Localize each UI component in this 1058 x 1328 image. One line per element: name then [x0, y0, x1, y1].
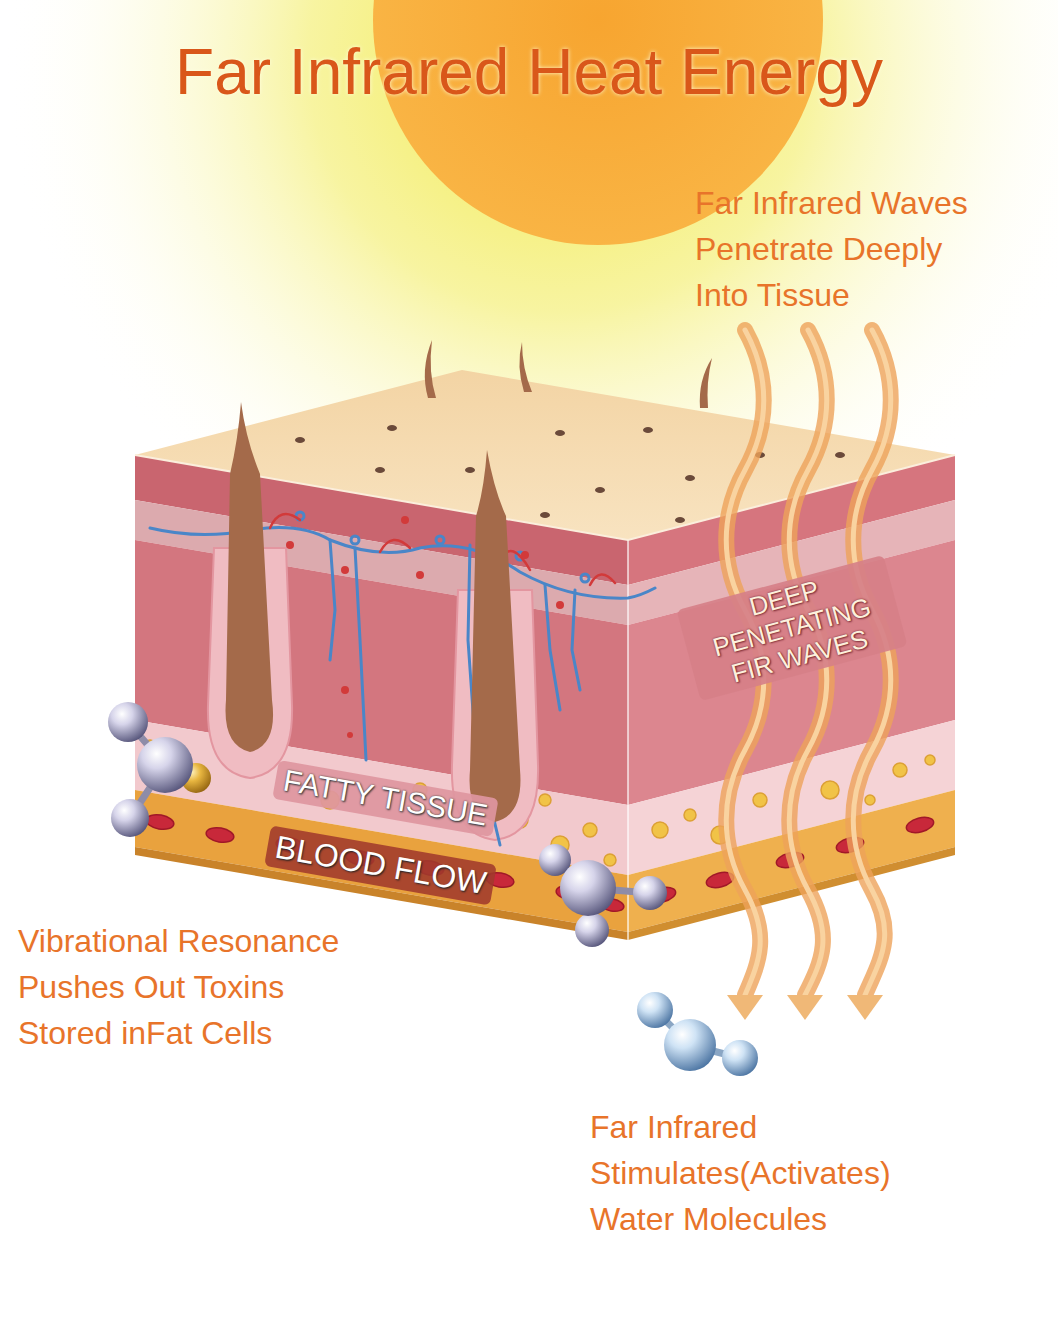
pore	[465, 467, 475, 473]
molecule	[128, 722, 650, 930]
pore	[835, 452, 845, 458]
hair-shaft	[700, 358, 712, 408]
capillary	[590, 574, 615, 585]
molecule	[108, 702, 148, 742]
blood-cell	[905, 815, 936, 836]
pore	[643, 427, 653, 433]
fir-wave	[853, 330, 891, 995]
water-molecule	[637, 992, 758, 1076]
molecule	[575, 913, 609, 947]
wave-arrowhead	[787, 995, 823, 1020]
fat-cell	[753, 793, 767, 807]
molecule	[108, 702, 667, 947]
capillary-dot	[347, 732, 353, 738]
capillary-dot	[401, 516, 409, 524]
blood-cell	[145, 813, 175, 832]
blood-vessel	[330, 540, 335, 660]
water-molecule	[722, 1040, 758, 1076]
pore	[685, 475, 695, 481]
blood-vessel	[150, 528, 655, 599]
callout-text: Vibrational Resonance Pushes Out Toxins …	[18, 918, 378, 1056]
pore	[540, 512, 550, 518]
skin-top-face	[135, 370, 955, 940]
capillary	[270, 514, 300, 528]
fat-cell	[893, 763, 907, 777]
capillary-dot	[341, 686, 349, 694]
blood-vessel	[572, 590, 580, 690]
fat-cell	[865, 795, 875, 805]
blood-vessel	[355, 548, 366, 760]
capillary	[380, 540, 410, 552]
fat-cell	[583, 823, 597, 837]
water-molecule	[637, 992, 673, 1028]
hair-shaft	[226, 340, 713, 822]
capillary-dot	[556, 601, 564, 609]
pore	[595, 487, 605, 493]
molecule	[633, 876, 667, 910]
fat-cell	[652, 822, 668, 838]
wave-arrowhead	[847, 995, 883, 1020]
hair-shaft	[519, 342, 532, 392]
pore	[387, 425, 397, 431]
pore	[295, 437, 305, 443]
fir-wave	[853, 330, 891, 995]
hair-shaft	[425, 340, 436, 398]
capillary-dot	[286, 516, 564, 738]
skin-top-face	[627, 540, 629, 940]
fat-cell	[821, 781, 839, 799]
pore	[555, 430, 565, 436]
wave-arrowhead	[727, 995, 763, 1020]
molecule	[137, 737, 193, 793]
capillary-dot	[341, 566, 349, 574]
capillary	[270, 514, 615, 585]
blood-vessel	[150, 512, 655, 845]
fat-cell	[604, 854, 616, 866]
pore	[375, 467, 385, 473]
blood-vessel	[436, 536, 444, 544]
capillary-dot	[416, 571, 424, 579]
callout-text: Far Infrared Stimulates(Activates) Water…	[590, 1104, 950, 1242]
diagram-title: Far Infrared Heat Energy	[0, 36, 1058, 110]
blood-vessel	[581, 574, 589, 582]
molecule	[560, 860, 616, 916]
water-molecule	[664, 1019, 716, 1071]
fat-cell	[925, 755, 935, 765]
callout-text: Far Infrared Waves Penetrate Deeply Into…	[695, 180, 995, 318]
capillary-dot	[286, 541, 294, 549]
capillary-dot	[521, 551, 529, 559]
hair-shaft	[470, 450, 521, 822]
wave-arrowhead	[727, 995, 883, 1020]
fat-cell	[539, 794, 551, 806]
molecule	[111, 799, 149, 837]
fat-cell	[684, 809, 696, 821]
hair-shaft	[226, 402, 274, 752]
blood-cell	[205, 826, 235, 845]
blood-vessel	[351, 536, 359, 544]
pore	[675, 517, 685, 523]
